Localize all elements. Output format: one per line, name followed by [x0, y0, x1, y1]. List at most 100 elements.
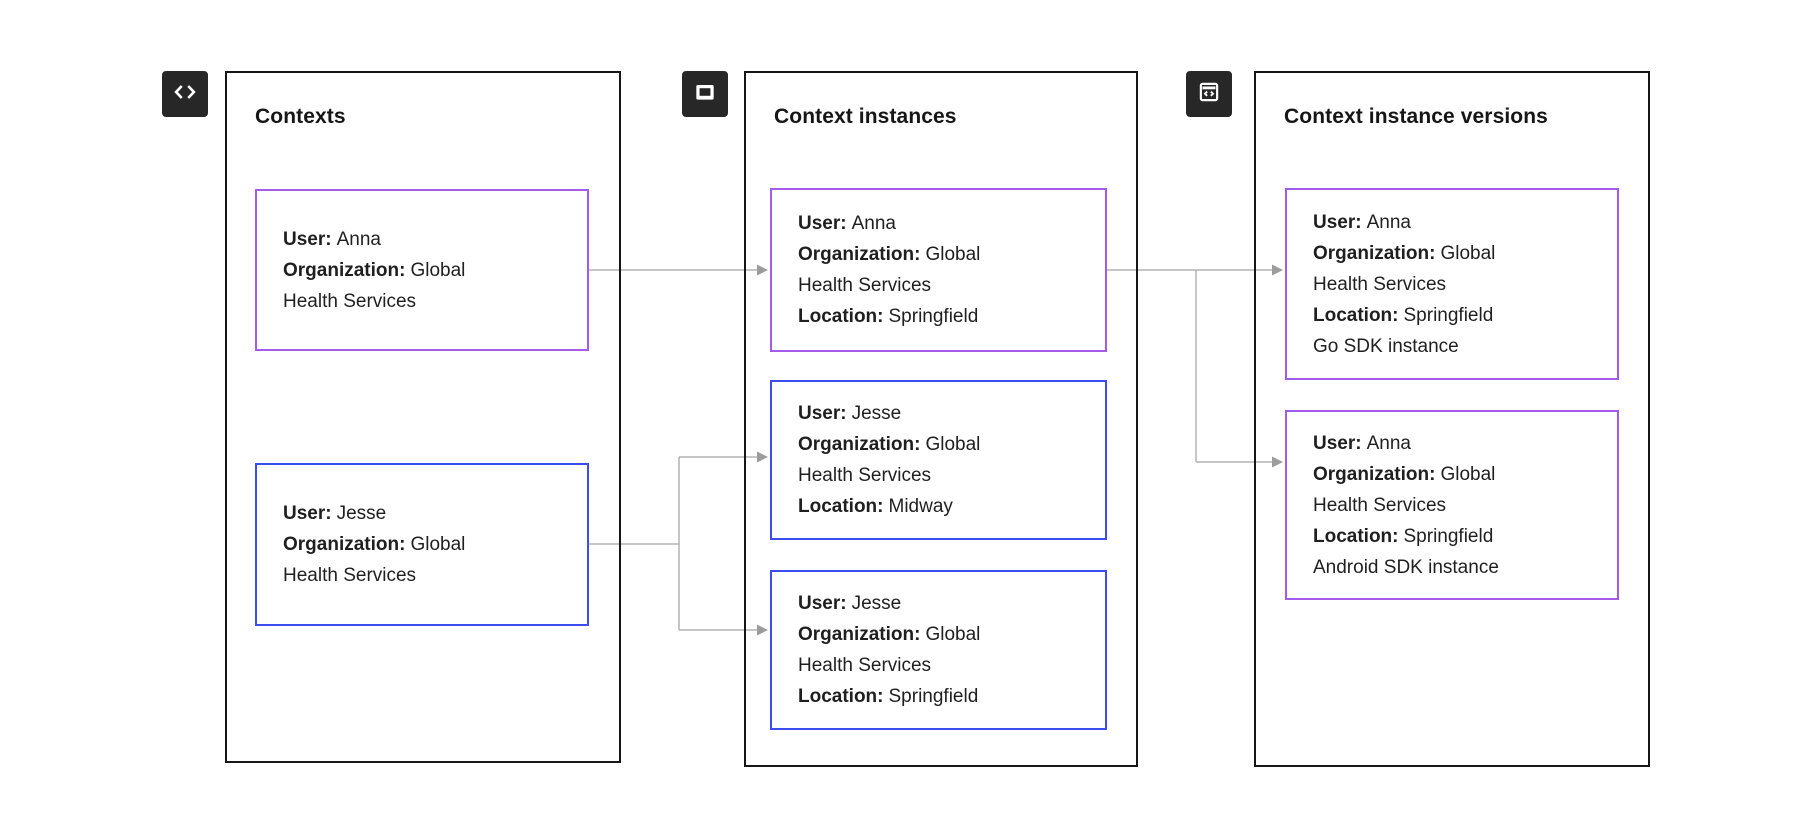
field-value: Anna — [336, 228, 381, 250]
panel-title: Context instances — [774, 105, 957, 128]
card-line: Health Services — [1313, 490, 1601, 521]
card-line: Organization:Global — [1313, 238, 1601, 269]
field-value: Global — [410, 534, 466, 555]
code-icon — [172, 79, 198, 110]
field-value: Global — [1440, 463, 1496, 485]
field-value: Jesse — [336, 503, 387, 524]
arrowhead-icon — [1272, 456, 1283, 468]
instance-card-jesse-midway: User:Jesse Organization:Global Health Se… — [770, 380, 1107, 540]
field-label: Location: — [1313, 304, 1399, 326]
field-label: Organization: — [798, 244, 921, 265]
field-value: Jesse — [851, 403, 902, 424]
field-value: Health Services — [798, 465, 932, 486]
card-line: User:Jesse — [798, 398, 1089, 429]
field-value: Anna — [851, 213, 896, 234]
contexts-icon-tile — [162, 71, 208, 117]
card-line: Organization:Global — [283, 255, 571, 286]
card-line: User:Anna — [1313, 207, 1601, 238]
field-value: Health Services — [1313, 494, 1447, 516]
field-value: Android SDK instance — [1313, 556, 1499, 578]
field-value: Global — [925, 244, 981, 265]
panel-title: Contexts — [255, 105, 346, 128]
field-label: Location: — [798, 686, 884, 707]
arrowhead-icon — [757, 264, 768, 276]
field-label: Organization: — [1313, 463, 1436, 485]
field-value: Springfield — [888, 306, 979, 327]
field-label: Organization: — [798, 434, 921, 455]
card-line: User:Jesse — [798, 588, 1089, 619]
field-label: Organization: — [798, 624, 921, 645]
card-line: Android SDK instance — [1313, 552, 1601, 583]
field-value: Global — [925, 624, 981, 645]
field-label: Location: — [798, 306, 884, 327]
field-label: User: — [1313, 211, 1362, 233]
panel-context-instances: Context instances User:Anna Organization… — [744, 71, 1138, 767]
window-icon — [692, 79, 718, 110]
field-value: Global — [410, 259, 466, 281]
field-value: Midway — [888, 496, 953, 517]
card-line: Organization:Global — [283, 529, 571, 560]
instance-card-jesse-springfield: User:Jesse Organization:Global Health Se… — [770, 570, 1107, 730]
panel-contexts: Contexts User:Anna Organization:Global H… — [225, 71, 621, 763]
card-line: User:Anna — [798, 208, 1089, 239]
card-line: Location:Springfield — [798, 301, 1089, 332]
arrowhead-icon — [757, 451, 768, 463]
panel-title: Context instance versions — [1284, 105, 1548, 128]
field-value: Jesse — [851, 593, 902, 614]
card-line: Organization:Global — [798, 429, 1089, 460]
card-line: User:Anna — [1313, 428, 1601, 459]
card-line: Organization:Global — [1313, 459, 1601, 490]
field-label: User: — [283, 503, 332, 524]
field-label: User: — [798, 403, 847, 424]
context-instance-versions-icon-tile — [1186, 71, 1232, 117]
field-label: User: — [283, 228, 332, 250]
field-label: Organization: — [1313, 242, 1436, 264]
code-window-icon — [1196, 79, 1222, 110]
field-value: Go SDK instance — [1313, 335, 1459, 357]
card-line: Organization:Global — [798, 239, 1089, 270]
field-value: Health Services — [283, 290, 417, 312]
card-line: Health Services — [1313, 269, 1601, 300]
card-line: Organization:Global — [798, 619, 1089, 650]
version-card-anna-android-sdk: User:Anna Organization:Global Health Ser… — [1285, 410, 1619, 600]
field-label: User: — [798, 213, 847, 234]
card-line: User:Anna — [283, 224, 571, 255]
card-line: Health Services — [283, 560, 571, 591]
context-card-jesse: User:Jesse Organization:Global Health Se… — [255, 463, 589, 626]
panel-context-instance-versions: Context instance versions User:Anna Orga… — [1254, 71, 1650, 767]
field-value: Springfield — [1403, 525, 1494, 547]
arrowhead-icon — [757, 624, 768, 636]
field-value: Health Services — [798, 275, 932, 296]
field-value: Global — [925, 434, 981, 455]
field-value: Springfield — [888, 686, 979, 707]
arrowhead-icon — [1272, 264, 1283, 276]
card-line: Health Services — [283, 286, 571, 317]
field-value: Global — [1440, 242, 1496, 264]
field-value: Health Services — [283, 565, 417, 586]
field-value: Springfield — [1403, 304, 1494, 326]
field-label: User: — [1313, 432, 1362, 454]
field-label: Location: — [798, 496, 884, 517]
card-line: Health Services — [798, 650, 1089, 681]
card-line: Location:Midway — [798, 491, 1089, 522]
card-line: Health Services — [798, 460, 1089, 491]
context-instances-icon-tile — [682, 71, 728, 117]
card-line: Go SDK instance — [1313, 331, 1601, 362]
field-label: Organization: — [283, 534, 406, 555]
instance-card-anna-springfield: User:Anna Organization:Global Health Ser… — [770, 188, 1107, 352]
card-line: Location:Springfield — [1313, 521, 1601, 552]
card-line: Location:Springfield — [1313, 300, 1601, 331]
card-line: Health Services — [798, 270, 1089, 301]
field-label: Organization: — [283, 259, 406, 281]
field-value: Anna — [1366, 211, 1411, 233]
field-label: User: — [798, 593, 847, 614]
context-card-anna: User:Anna Organization:Global Health Ser… — [255, 189, 589, 351]
card-line: User:Jesse — [283, 498, 571, 529]
field-value: Anna — [1366, 432, 1411, 454]
version-card-anna-go-sdk: User:Anna Organization:Global Health Ser… — [1285, 188, 1619, 380]
card-line: Location:Springfield — [798, 681, 1089, 712]
field-label: Location: — [1313, 525, 1399, 547]
field-value: Health Services — [1313, 273, 1447, 295]
